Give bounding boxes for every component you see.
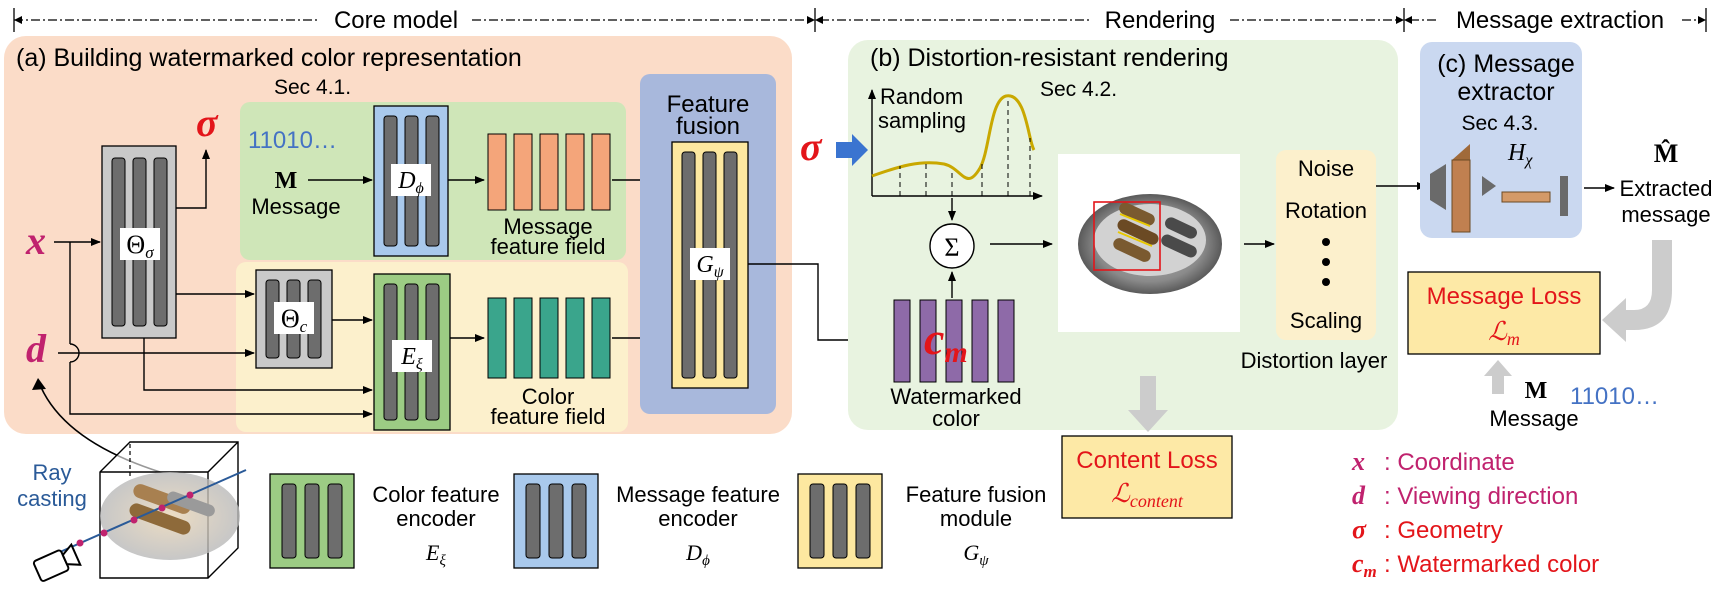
notation-d-desc: : Viewing direction (1384, 483, 1578, 510)
color-feature-field-bars (487, 297, 611, 379)
content-loss-box (1061, 435, 1233, 519)
color-feature-field-label-1: Color (522, 384, 575, 409)
message-bits-bottom: 11010… (1570, 383, 1659, 410)
distortion-rotation: Rotation (1285, 198, 1367, 223)
watermarked-color-label-2: color (932, 406, 980, 431)
legend-fusion-module-label-2: module (940, 506, 1012, 531)
legend: Color feature encoder Eξ Message feature… (269, 473, 1047, 569)
sigma-input-symbol: σ (800, 124, 823, 169)
legend-message-encoder-symbol: Dϕ (685, 540, 710, 569)
panel-b-sec: Sec 4.2. (1040, 78, 1117, 101)
notation-cm-desc: : Watermarked color (1384, 551, 1599, 578)
section-header: Core model Rendering Message extraction (13, 7, 1707, 34)
message-feature-field-bars (487, 133, 611, 211)
panel-b: (b) Distortion-resistant rendering Sec 4… (800, 40, 1427, 519)
extractor-network-icon (1430, 144, 1568, 233)
legend-color-encoder-symbol: Eξ (425, 540, 446, 569)
panel-b-title: (b) Distortion-resistant rendering (870, 44, 1228, 72)
legend-message-encoder-label-2: encoder (658, 506, 738, 531)
message-bits: 11010… (248, 127, 337, 154)
distortion-layer-label: Distortion layer (1241, 348, 1388, 373)
sigma-input-arrow (836, 134, 868, 166)
watermarked-color-bars (893, 299, 1015, 383)
message-feature-field-label-2: feature field (491, 234, 606, 259)
message-label: Message (251, 194, 340, 219)
panel-a-title: (a) Building watermarked color represent… (16, 44, 522, 72)
message-M-bottom: M (1525, 378, 1548, 404)
legend-color-encoder-label-2: encoder (396, 506, 476, 531)
notation-key: x : Coordinate d : Viewing direction σ :… (1351, 447, 1599, 581)
x-input-symbol: x (25, 218, 46, 263)
feature-fusion-title-1: Feature (667, 91, 750, 118)
summation-node (929, 223, 975, 269)
content-loss-arrow (1128, 376, 1168, 432)
random-sampling-label-2: sampling (878, 108, 966, 133)
panel-c-title-1: (c) Message (1437, 50, 1575, 78)
notation-cm-symbol: cm (1352, 549, 1377, 581)
random-sampling-label-1: Random (880, 84, 963, 109)
content-loss-label: Content Loss (1076, 447, 1217, 474)
camera-icon (32, 542, 82, 582)
panel-c-title-2: extractor (1457, 78, 1554, 106)
summation-symbol: Σ (944, 233, 959, 262)
message-feature-field-label-1: Message (503, 214, 592, 239)
ray-casting-label-1: Ray (32, 460, 71, 485)
panel-a: (a) Building watermarked color represent… (4, 36, 891, 434)
panel-c-sec: Sec 4.3. (1461, 112, 1538, 135)
legend-message-encoder-label-1: Message feature (616, 482, 780, 507)
message-loss-box (1407, 271, 1601, 355)
distortion-scaling: Scaling (1290, 308, 1362, 333)
m-hat-symbol: M̂ (1654, 139, 1679, 168)
watermarked-color-label-1: Watermarked (890, 384, 1021, 409)
section-message-extraction: Message extraction (1456, 7, 1664, 34)
extracted-message-label-1: Extracted (1620, 176, 1713, 201)
ray-casting-label-2: casting (17, 486, 87, 511)
notation-sigma-desc: : Geometry (1384, 517, 1503, 544)
notation-x-symbol: x (1351, 447, 1365, 476)
rendered-plate-image (1078, 194, 1222, 294)
message-loss-arrow (1602, 240, 1672, 342)
color-feature-field-label-2: feature field (491, 404, 606, 429)
feature-fusion-title-2: fusion (676, 113, 740, 140)
message-M-symbol: M (275, 168, 298, 194)
legend-fusion-module-symbol: Gψ (963, 540, 989, 569)
message-loss-label: Message Loss (1427, 283, 1582, 310)
d-input-symbol: d (26, 326, 47, 371)
legend-color-encoder-label-1: Color feature (372, 482, 499, 507)
notation-x-desc: : Coordinate (1384, 449, 1515, 476)
section-rendering: Rendering (1105, 7, 1216, 34)
sigma-output-symbol: σ (196, 100, 219, 145)
message-label-bottom: Message (1489, 406, 1578, 431)
message-input-arrow (1484, 360, 1512, 394)
panel-a-sec: Sec 4.1. (274, 76, 351, 99)
density-curve-plot (868, 89, 1043, 200)
ray-casting-illustration: Ray casting (17, 378, 247, 582)
extracted-message-label-2: message (1621, 202, 1710, 227)
distortion-noise: Noise (1298, 156, 1354, 181)
notation-sigma-symbol: σ (1352, 515, 1367, 544)
legend-fusion-module-label-1: Feature fusion (906, 482, 1047, 507)
section-core-model: Core model (334, 7, 458, 34)
notation-d-symbol: d (1352, 481, 1366, 510)
panel-c: (c) Message extractor Sec 4.3. Hχ M̂ Ext… (1407, 42, 1713, 431)
